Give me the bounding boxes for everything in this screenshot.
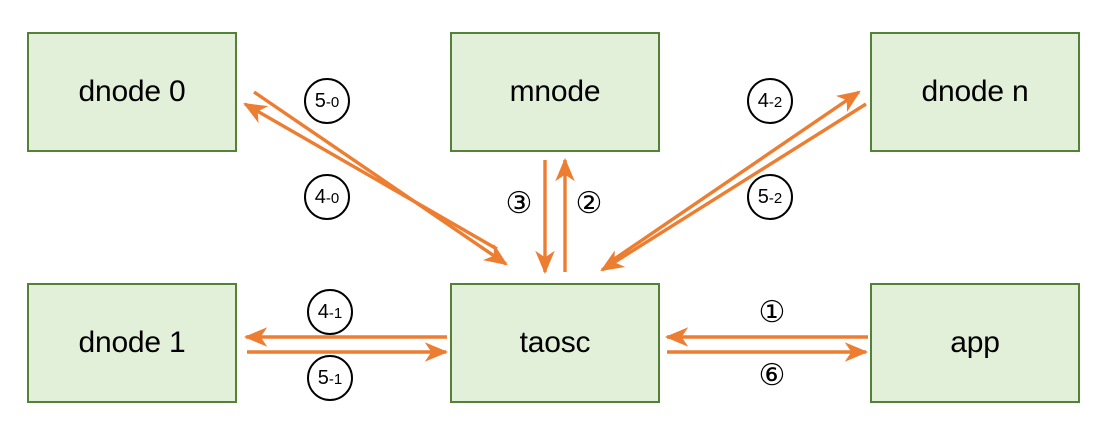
node-dnode-n-label: dnode n xyxy=(921,75,1029,108)
edge-badge-5-0-text: 5-0 xyxy=(314,90,340,112)
node-mnode[interactable]: mnode xyxy=(450,32,660,152)
edge-badge-4-1-text: 4-1 xyxy=(317,301,343,323)
edge-badge-2-text: ② xyxy=(575,187,603,220)
edge-badge-5-2-text: 5-2 xyxy=(757,186,783,208)
node-dnode-1-label: dnode 1 xyxy=(78,326,186,359)
node-dnode-1[interactable]: dnode 1 xyxy=(27,283,237,403)
edge-badge-5-2: 5-2 xyxy=(747,174,793,220)
edge-badge-3: ③ xyxy=(500,185,538,223)
edge-badge-2: ② xyxy=(570,185,608,223)
edge-badge-4-2: 4-2 xyxy=(747,78,793,124)
node-dnode-0[interactable]: dnode 0 xyxy=(27,32,237,152)
edge-badge-3-text: ③ xyxy=(505,187,533,220)
node-taosc[interactable]: taosc xyxy=(450,283,660,403)
edge-badge-6-text: ⑥ xyxy=(758,359,786,392)
edge-badge-1-text: ① xyxy=(758,296,786,329)
node-app[interactable]: app xyxy=(870,283,1080,403)
node-dnode-n[interactable]: dnode n xyxy=(870,32,1080,152)
edge-badge-6: ⑥ xyxy=(753,357,791,395)
edge-badge-1: ① xyxy=(753,294,791,332)
edge-badge-4-1: 4-1 xyxy=(307,289,353,335)
node-dnode-0-label: dnode 0 xyxy=(78,75,186,108)
node-app-label: app xyxy=(950,326,1000,359)
edge-badge-5-0: 5-0 xyxy=(304,78,350,124)
edge-badge-5-1: 5-1 xyxy=(307,355,353,401)
edge-badge-4-0-text: 4-0 xyxy=(314,186,340,208)
edge-badge-4-0: 4-0 xyxy=(304,174,350,220)
edge-badge-5-1-text: 5-1 xyxy=(317,367,343,389)
node-taosc-label: taosc xyxy=(519,326,591,359)
edge-badge-4-2-text: 4-2 xyxy=(757,90,783,112)
node-mnode-label: mnode xyxy=(509,75,601,108)
